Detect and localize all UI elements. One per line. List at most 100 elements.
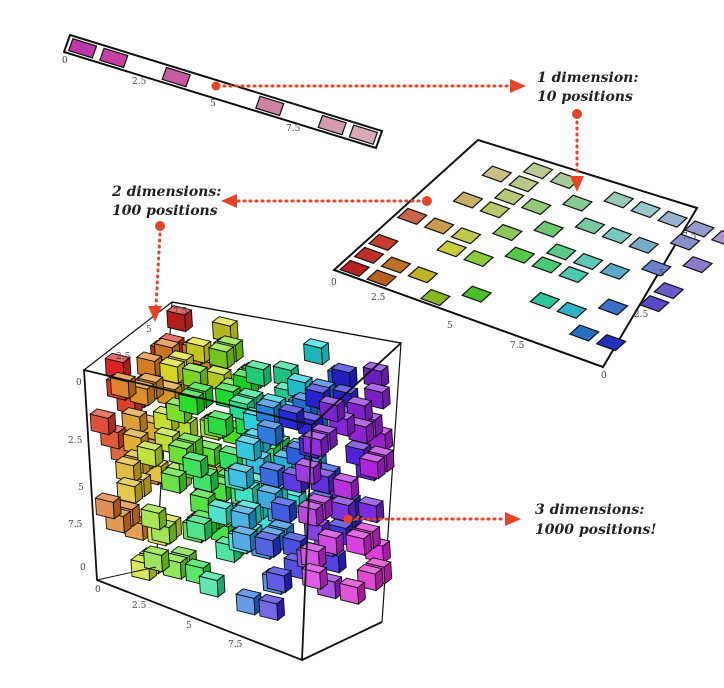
cube-cell <box>357 496 385 524</box>
grid-cell <box>493 188 525 206</box>
label-3-dimensions-line2: 1000 positions! <box>535 522 657 538</box>
cube-tick-bottom-7-5: 7.5 <box>228 640 243 650</box>
grid-cell <box>683 220 716 238</box>
grid-cell <box>638 295 670 313</box>
cube-cell <box>160 466 188 495</box>
cube-cell <box>227 462 255 490</box>
cube-cell <box>94 492 122 520</box>
cube-cell <box>277 403 305 431</box>
cube-cell <box>136 440 164 468</box>
grid-cell <box>640 259 672 277</box>
grid-cell <box>681 256 714 274</box>
cube-cell <box>234 434 262 462</box>
strip-cell <box>348 124 379 146</box>
grid-tick-bottom-2-5: 2.5 <box>371 293 386 303</box>
grid-tick-bottom-7-5: 7.5 <box>510 341 525 351</box>
grid-tick-right-0: 0 <box>601 371 607 381</box>
cube-tick-left-0-top: 0 <box>76 378 82 388</box>
grid-cell <box>339 259 371 277</box>
arrow-3d-to-label <box>343 512 521 526</box>
grid-cell <box>450 227 482 245</box>
cube-tick-top-2-5: 2.5 <box>116 352 131 362</box>
strip-cell <box>161 66 191 88</box>
cube-tick-bottom-5: 5 <box>186 621 192 631</box>
cube-cell <box>207 342 235 370</box>
grid-tick-bottom-5: 5 <box>447 321 453 331</box>
strip-tick-7-5: 7.5 <box>286 124 301 134</box>
grid-cell <box>568 324 600 342</box>
cube-cell <box>318 395 346 423</box>
grid-cell <box>481 165 513 183</box>
cube-cell <box>207 498 235 527</box>
cube-cell <box>256 419 284 447</box>
grid-cell <box>504 246 536 264</box>
grid-cell <box>522 162 554 180</box>
grid-cell <box>710 230 724 245</box>
cube-cell <box>344 528 373 557</box>
grid-cell <box>656 210 689 228</box>
grid-cell <box>561 194 594 212</box>
cube-cell <box>254 530 282 559</box>
cube-tick-bottom-0: 0 <box>95 585 101 595</box>
grid-cell <box>572 252 604 271</box>
cube-cell <box>206 409 234 438</box>
grid-cell <box>353 246 385 264</box>
three-dimension-cube: 0 2.5 5 7.5 0 2.5 5 7.5 0 2.5 5 7.5 <box>68 301 403 662</box>
grid-cell <box>531 256 563 274</box>
grid-tick-right-5: 5 <box>659 269 665 279</box>
cube-cell <box>158 356 186 385</box>
grid-cell <box>595 334 627 352</box>
grid-tick-right-2-5: 2.5 <box>634 310 649 320</box>
grid-cell <box>367 233 400 251</box>
cube-cell <box>120 407 148 435</box>
cube-cell <box>302 338 330 366</box>
cube-tick-left-5: 5 <box>78 483 84 493</box>
cube-cell <box>317 528 345 556</box>
grid-cell <box>533 220 565 238</box>
grid-cell <box>630 200 662 219</box>
grid-cell <box>574 217 606 235</box>
cube-cell <box>231 525 259 553</box>
cube-cell <box>140 503 168 531</box>
grid-cell <box>508 175 540 193</box>
grid-cell <box>479 201 511 219</box>
grid-cell <box>628 236 660 254</box>
cube-cell <box>297 499 325 528</box>
grid-cell <box>520 197 552 216</box>
label-2-dimensions-line2: 100 positions <box>112 203 218 219</box>
cube-cell <box>115 476 144 505</box>
cube-tick-left-0-bottom: 0 <box>80 563 86 573</box>
grid-cell <box>653 282 685 300</box>
grid-cell <box>558 265 590 284</box>
cube-cell <box>89 408 117 436</box>
arrow-2d-to-label <box>221 194 432 208</box>
grid-cell <box>423 217 455 235</box>
cube-tick-top-7-5: 7.5 <box>173 307 188 317</box>
cube-cell <box>184 558 212 586</box>
cube-cell <box>330 362 358 391</box>
grid-cell <box>436 240 468 258</box>
cube-tick-bottom-2-5: 2.5 <box>132 601 147 611</box>
cube-cell <box>114 455 142 484</box>
cube-cell <box>244 359 272 388</box>
cube-tick-top-5: 5 <box>146 325 152 335</box>
arrow-label-to-3d <box>148 221 165 322</box>
arrow-label-to-2d <box>570 109 584 192</box>
grid-cell <box>365 269 398 287</box>
label-1-dimension-line1: 1 dimension: <box>537 70 639 86</box>
cube-cell <box>300 562 329 591</box>
cube-cell <box>165 305 193 333</box>
grid-cell <box>599 262 631 280</box>
grid-cell <box>529 291 561 310</box>
grid-cell <box>556 301 588 319</box>
one-dimension-strip: 0 2.5 5 7.5 <box>62 33 384 150</box>
cube-tick-left-7-5: 7.5 <box>68 520 83 530</box>
strip-cell <box>99 47 129 69</box>
cube-cell <box>329 495 357 523</box>
grid-cell <box>669 233 701 251</box>
grid-tick-right-7-5: 7.5 <box>682 232 697 242</box>
cube-cell <box>198 570 226 598</box>
cube-cell <box>258 461 287 489</box>
cube-cell <box>257 593 286 622</box>
strip-tick-0: 0 <box>62 56 68 66</box>
